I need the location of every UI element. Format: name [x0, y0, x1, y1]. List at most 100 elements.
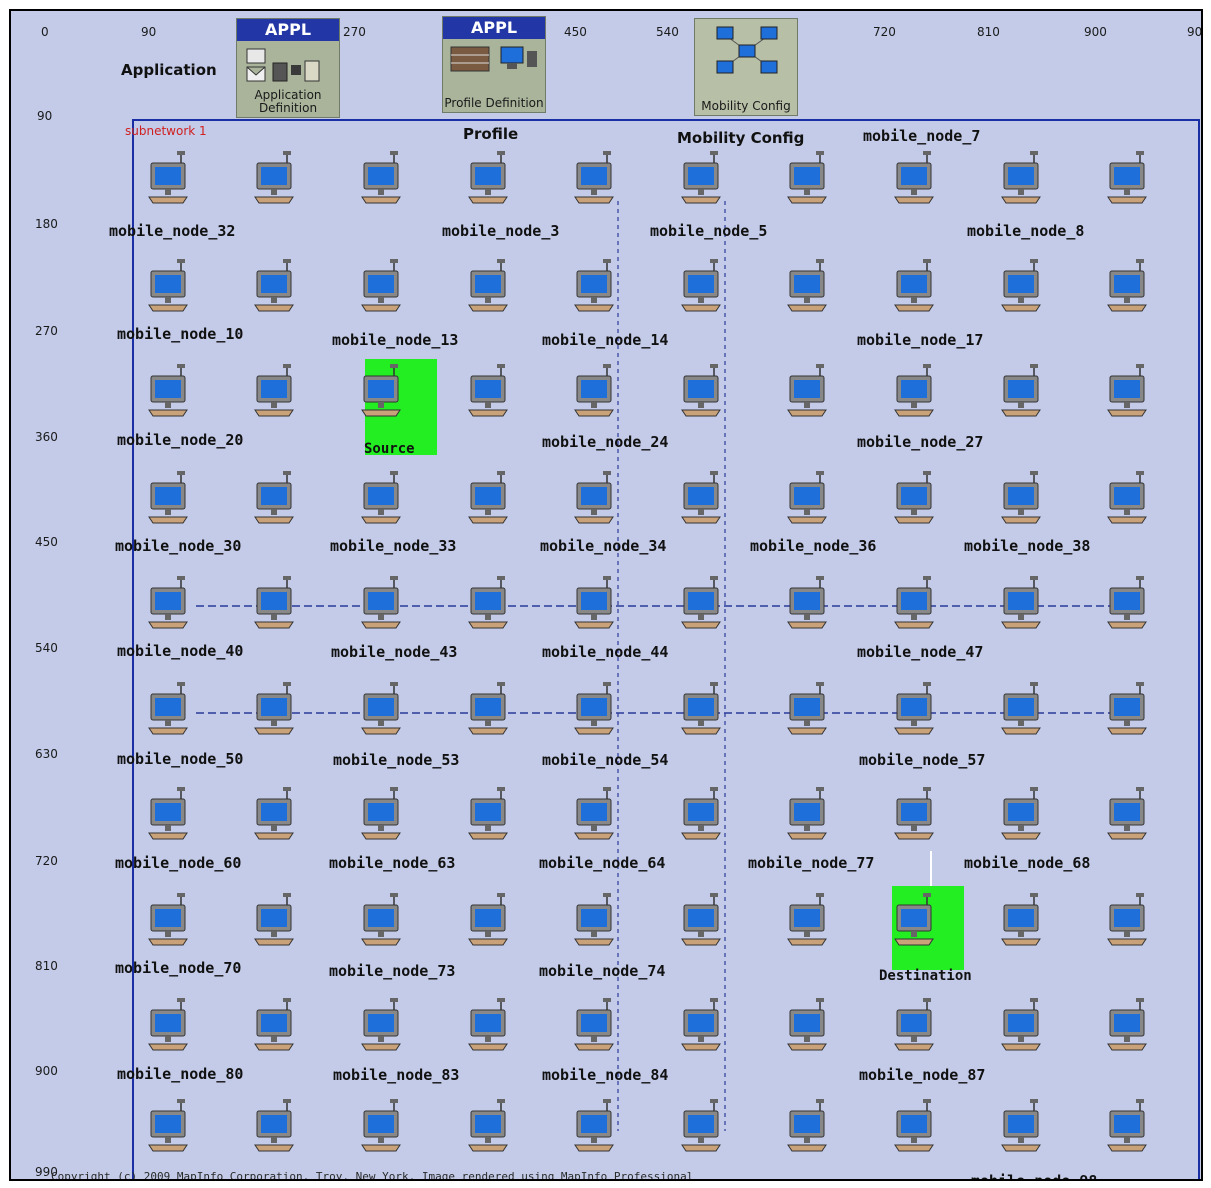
- mobile-node-icon[interactable]: [678, 680, 726, 740]
- mobile-node-icon[interactable]: [784, 996, 832, 1056]
- mobile-node-icon[interactable]: [358, 680, 406, 740]
- mobile-node-icon[interactable]: [998, 149, 1046, 209]
- mobile-node-icon[interactable]: [891, 257, 939, 317]
- mobile-node-icon[interactable]: [891, 680, 939, 740]
- mobile-node-icon[interactable]: [1104, 574, 1152, 634]
- mobile-node-icon[interactable]: [678, 257, 726, 317]
- mobile-node-icon[interactable]: [251, 362, 299, 422]
- mobile-node-icon[interactable]: [571, 149, 619, 209]
- mobile-node-icon[interactable]: [251, 469, 299, 529]
- mobile-node-icon[interactable]: [678, 785, 726, 845]
- mobile-node-icon[interactable]: [465, 891, 513, 951]
- mobile-node-icon[interactable]: [251, 574, 299, 634]
- mobile-node-icon[interactable]: [145, 1097, 193, 1157]
- mobile-node-icon[interactable]: [998, 891, 1046, 951]
- mobile-node-icon[interactable]: [998, 785, 1046, 845]
- mobile-node-icon[interactable]: [571, 680, 619, 740]
- mobile-node-icon[interactable]: [1104, 891, 1152, 951]
- mobile-node-icon[interactable]: [251, 680, 299, 740]
- mobile-node-icon[interactable]: [998, 257, 1046, 317]
- mobile-node-icon[interactable]: [251, 891, 299, 951]
- mobile-node-icon[interactable]: [678, 574, 726, 634]
- mobile-node-icon[interactable]: [571, 785, 619, 845]
- mobile-node-icon[interactable]: [891, 574, 939, 634]
- mobile-node-icon[interactable]: [358, 149, 406, 209]
- mobile-node-icon[interactable]: [145, 891, 193, 951]
- mobile-node-icon[interactable]: [1104, 149, 1152, 209]
- mobile-node-icon[interactable]: [145, 469, 193, 529]
- mobile-node-icon[interactable]: [251, 785, 299, 845]
- mobile-node-icon[interactable]: [1104, 362, 1152, 422]
- profile-definition-object[interactable]: APPL Profile Definition: [442, 16, 546, 113]
- mobile-node-icon[interactable]: [251, 149, 299, 209]
- mobile-node-icon[interactable]: [784, 362, 832, 422]
- mobile-node-icon[interactable]: [465, 257, 513, 317]
- mobile-node-icon[interactable]: [571, 257, 619, 317]
- network-canvas[interactable]: 0 90 270 450 540 720 810 900 90 90 180 2…: [9, 9, 1203, 1181]
- mobile-node-icon[interactable]: [465, 1097, 513, 1157]
- mobile-node-icon[interactable]: [891, 891, 939, 951]
- mobile-node-icon[interactable]: [145, 680, 193, 740]
- mobile-node-icon[interactable]: [891, 785, 939, 845]
- mobile-node-icon[interactable]: [571, 574, 619, 634]
- mobile-node-icon[interactable]: [358, 257, 406, 317]
- mobile-node-icon[interactable]: [998, 574, 1046, 634]
- mobile-node-icon[interactable]: [784, 469, 832, 529]
- mobile-node-icon[interactable]: [998, 1097, 1046, 1157]
- mobile-node-icon[interactable]: [678, 149, 726, 209]
- mobile-node-icon[interactable]: [358, 996, 406, 1056]
- mobile-node-icon[interactable]: [145, 362, 193, 422]
- mobile-node-icon[interactable]: [678, 996, 726, 1056]
- mobile-node-icon[interactable]: [1104, 1097, 1152, 1157]
- mobile-node-icon[interactable]: [1104, 996, 1152, 1056]
- mobile-node-icon[interactable]: [571, 362, 619, 422]
- subnet-boundary[interactable]: [132, 119, 1200, 1179]
- mobile-node-icon[interactable]: [784, 785, 832, 845]
- mobile-node-icon[interactable]: [1104, 785, 1152, 845]
- mobile-node-icon[interactable]: [784, 574, 832, 634]
- mobile-node-icon[interactable]: [1104, 680, 1152, 740]
- mobile-node-icon[interactable]: [145, 785, 193, 845]
- mobile-node-icon[interactable]: [465, 469, 513, 529]
- mobile-node-icon[interactable]: [465, 574, 513, 634]
- mobile-node-icon[interactable]: [784, 257, 832, 317]
- mobile-node-icon[interactable]: [784, 891, 832, 951]
- mobile-node-icon[interactable]: [251, 996, 299, 1056]
- mobility-config-object[interactable]: Mobility Config: [694, 18, 798, 116]
- mobile-node-icon[interactable]: [358, 1097, 406, 1157]
- mobile-node-icon[interactable]: [358, 785, 406, 845]
- mobile-node-icon[interactable]: [465, 149, 513, 209]
- mobile-node-icon[interactable]: [465, 680, 513, 740]
- mobile-node-icon[interactable]: [571, 1097, 619, 1157]
- mobile-node-icon[interactable]: [145, 574, 193, 634]
- mobile-node-icon[interactable]: [784, 1097, 832, 1157]
- mobile-node-icon[interactable]: [891, 1097, 939, 1157]
- mobile-node-icon[interactable]: [891, 996, 939, 1056]
- mobile-node-icon[interactable]: [678, 1097, 726, 1157]
- mobile-node-icon[interactable]: [1104, 257, 1152, 317]
- mobile-node-icon[interactable]: [1104, 469, 1152, 529]
- mobile-node-icon[interactable]: [998, 469, 1046, 529]
- mobile-node-icon[interactable]: [358, 469, 406, 529]
- mobile-node-icon[interactable]: [998, 362, 1046, 422]
- mobile-node-icon[interactable]: [358, 891, 406, 951]
- mobile-node-icon[interactable]: [571, 891, 619, 951]
- mobile-node-icon[interactable]: [465, 996, 513, 1056]
- application-definition-object[interactable]: APPL Application Definition: [236, 18, 340, 118]
- mobile-node-icon[interactable]: [998, 996, 1046, 1056]
- mobile-node-icon[interactable]: [571, 469, 619, 529]
- mobile-node-icon[interactable]: [465, 785, 513, 845]
- mobile-node-icon[interactable]: [145, 149, 193, 209]
- mobile-node-icon[interactable]: [891, 469, 939, 529]
- mobile-node-icon[interactable]: [358, 574, 406, 634]
- mobile-node-icon[interactable]: [678, 891, 726, 951]
- mobile-node-icon[interactable]: [998, 680, 1046, 740]
- mobile-node-icon[interactable]: [145, 996, 193, 1056]
- mobile-node-icon[interactable]: [891, 362, 939, 422]
- mobile-node-icon[interactable]: [571, 996, 619, 1056]
- mobile-node-icon[interactable]: [251, 1097, 299, 1157]
- mobile-node-icon[interactable]: [891, 149, 939, 209]
- mobile-node-icon[interactable]: [784, 149, 832, 209]
- mobile-node-icon[interactable]: [678, 469, 726, 529]
- mobile-node-icon[interactable]: [145, 257, 193, 317]
